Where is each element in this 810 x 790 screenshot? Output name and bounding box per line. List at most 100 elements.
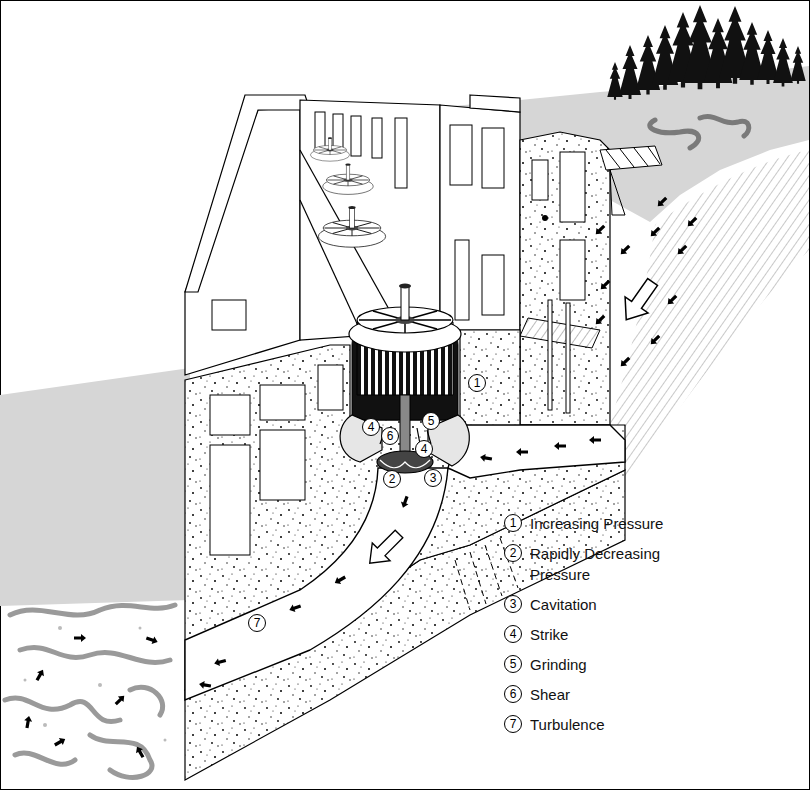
flow-arrow — [593, 313, 607, 327]
turbine-unit — [340, 415, 469, 473]
tailwater-bubble — [24, 626, 167, 742]
background-ground — [0, 368, 190, 606]
callout-number: 5 — [422, 412, 440, 430]
generator-unit — [310, 137, 385, 247]
window — [450, 125, 472, 185]
callout-number: 3 — [424, 469, 442, 487]
legend-text: Turbulence — [530, 716, 605, 733]
background-ground — [0, 368, 190, 606]
generator-unit — [310, 137, 349, 161]
tailwater-bubble — [58, 626, 62, 630]
tailwater-swirl — [20, 648, 170, 663]
powerhouse-wall — [300, 150, 395, 320]
flow-arrow — [618, 355, 632, 369]
intake-passage — [448, 425, 625, 478]
callout-number: 7 — [504, 715, 522, 733]
conifer-tree — [607, 5, 805, 100]
window — [351, 116, 361, 156]
tailwater-swirl — [5, 605, 175, 777]
flow-arrow — [648, 333, 662, 347]
flow-arrow — [589, 436, 601, 444]
intake-pier — [560, 152, 585, 222]
tailwater-swirl — [10, 605, 175, 615]
callout-number: 2 — [383, 470, 401, 488]
turbine-unit — [380, 460, 430, 468]
window — [372, 118, 382, 158]
callout-number: 3 — [504, 595, 522, 613]
conifer-tree — [773, 38, 793, 87]
powerhouse-wall — [185, 95, 310, 292]
powerhouse-wall — [470, 95, 520, 112]
flow-arrow — [554, 442, 566, 450]
flow-arrow — [479, 453, 492, 463]
flow-arrow — [113, 693, 127, 707]
intake-pier — [548, 300, 552, 410]
legend-entry: Turbulence — [530, 714, 680, 735]
conifer-tree — [619, 45, 641, 99]
turbine-unit — [340, 415, 382, 462]
callout-number: 6 — [381, 427, 399, 445]
flow-arrow — [288, 602, 302, 614]
flow-arrow — [198, 195, 699, 690]
rock-line — [485, 545, 502, 596]
tailwater-swirl — [90, 735, 152, 777]
legend-entry: Cavitation — [530, 594, 680, 615]
powerhouse-wall — [440, 105, 520, 330]
legend-text: Grinding — [530, 656, 587, 673]
reservoir-water — [700, 116, 749, 136]
flow-arrow — [23, 634, 159, 759]
room-opening — [210, 365, 343, 555]
legend-text: Cavitation — [530, 596, 597, 613]
tailwater-swirl — [130, 687, 163, 715]
intake-pier — [542, 215, 548, 221]
callout-number: 5 — [504, 655, 522, 673]
legend-text: Rapidly Decreasing Pressure — [530, 545, 660, 583]
flow-arrow — [618, 243, 632, 257]
flow-arrow — [665, 293, 679, 307]
intake-pier — [610, 170, 625, 215]
conifer-tree — [790, 46, 805, 84]
flow-arrow — [399, 495, 411, 509]
room-opening — [210, 395, 250, 435]
room-opening — [260, 385, 305, 420]
intake-pier — [560, 240, 585, 300]
tailwater-bubble — [24, 679, 27, 682]
intake-pier — [600, 146, 662, 170]
flow-arrow — [34, 668, 47, 682]
powerhouse-wall — [300, 100, 440, 340]
flow-arrow — [598, 278, 612, 292]
intake-pier — [520, 132, 662, 425]
callout-number: 4 — [362, 418, 380, 436]
rock-line — [455, 560, 470, 610]
window — [212, 112, 504, 330]
window — [482, 255, 504, 315]
window — [455, 240, 469, 320]
tailwater-swirl — [15, 753, 75, 764]
flow-arrow — [53, 736, 67, 749]
flow-arrow — [213, 657, 227, 668]
callout-number: 2 — [504, 544, 522, 562]
flow-arrow — [23, 715, 33, 728]
conifer-tree — [636, 35, 660, 94]
generator-unit — [318, 206, 385, 247]
legend-entry: Increasing Pressure — [530, 513, 680, 534]
flow-direction-arrow — [361, 525, 408, 572]
tailwater-swirl — [5, 698, 120, 722]
callout-number: 1 — [504, 514, 522, 532]
callout-number: 4 — [504, 625, 522, 643]
callout-number: 6 — [504, 685, 522, 703]
legend-text: Increasing Pressure — [530, 515, 663, 532]
legend-text: Strike — [530, 626, 568, 643]
tailwater-bubble — [164, 739, 167, 742]
room-opening — [318, 365, 343, 410]
draft-tube — [185, 468, 448, 700]
flow-arrow — [134, 745, 147, 759]
flow-arrow — [593, 223, 607, 237]
callout-number: 7 — [248, 614, 266, 632]
flow-arrow — [516, 448, 528, 456]
intake-pier — [566, 303, 570, 413]
flow-arrow — [145, 634, 159, 646]
draft-tube — [185, 468, 448, 700]
legend-entry: Shear — [530, 684, 680, 705]
